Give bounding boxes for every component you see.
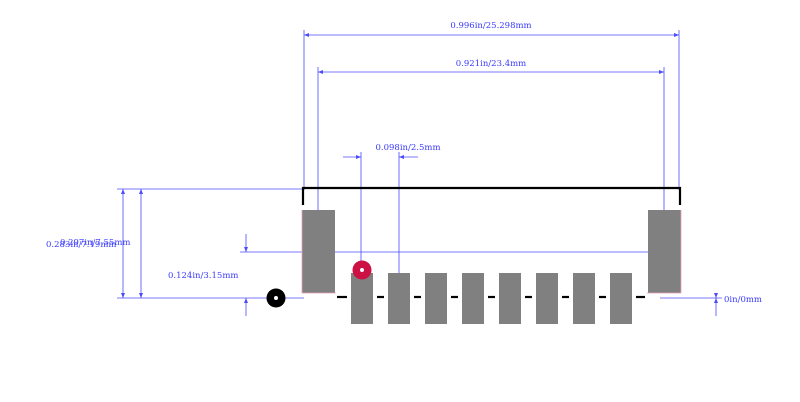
- mounting-pad-right: [648, 210, 681, 293]
- pin-pad-8: [610, 273, 632, 324]
- dim-overall-width: 0.996in/25.298mm: [450, 21, 531, 31]
- dim-height-total-b: 0.297in/7.55mm: [60, 238, 130, 248]
- dim-pin-pitch: 0.098in/2.5mm: [375, 143, 440, 153]
- pin-pad-1: [351, 273, 373, 324]
- dim-origin: 0in/0mm: [724, 295, 762, 305]
- pin-pads: [351, 273, 632, 324]
- pin-pad-5: [499, 273, 521, 324]
- pin-pad-3: [425, 273, 447, 324]
- mounting-pad-left: [302, 210, 335, 293]
- pin-pad-4: [462, 273, 484, 324]
- courtyard: [301, 210, 682, 294]
- pin1-marker-icon: [352, 260, 372, 280]
- pin-pad-7: [573, 273, 595, 324]
- dim-height-partial: 0.124in/3.15mm: [168, 271, 238, 281]
- origin-marker-icon: [266, 288, 286, 308]
- pin-pad-6: [536, 273, 558, 324]
- silkscreen-outline: [301, 186, 682, 205]
- pin-pad-2: [388, 273, 410, 324]
- dim-pad-span: 0.921in/23.4mm: [456, 59, 526, 69]
- dim-height-total-a: 0.283in/7.19mm: [46, 240, 116, 250]
- dimension-arrows: [121, 33, 718, 303]
